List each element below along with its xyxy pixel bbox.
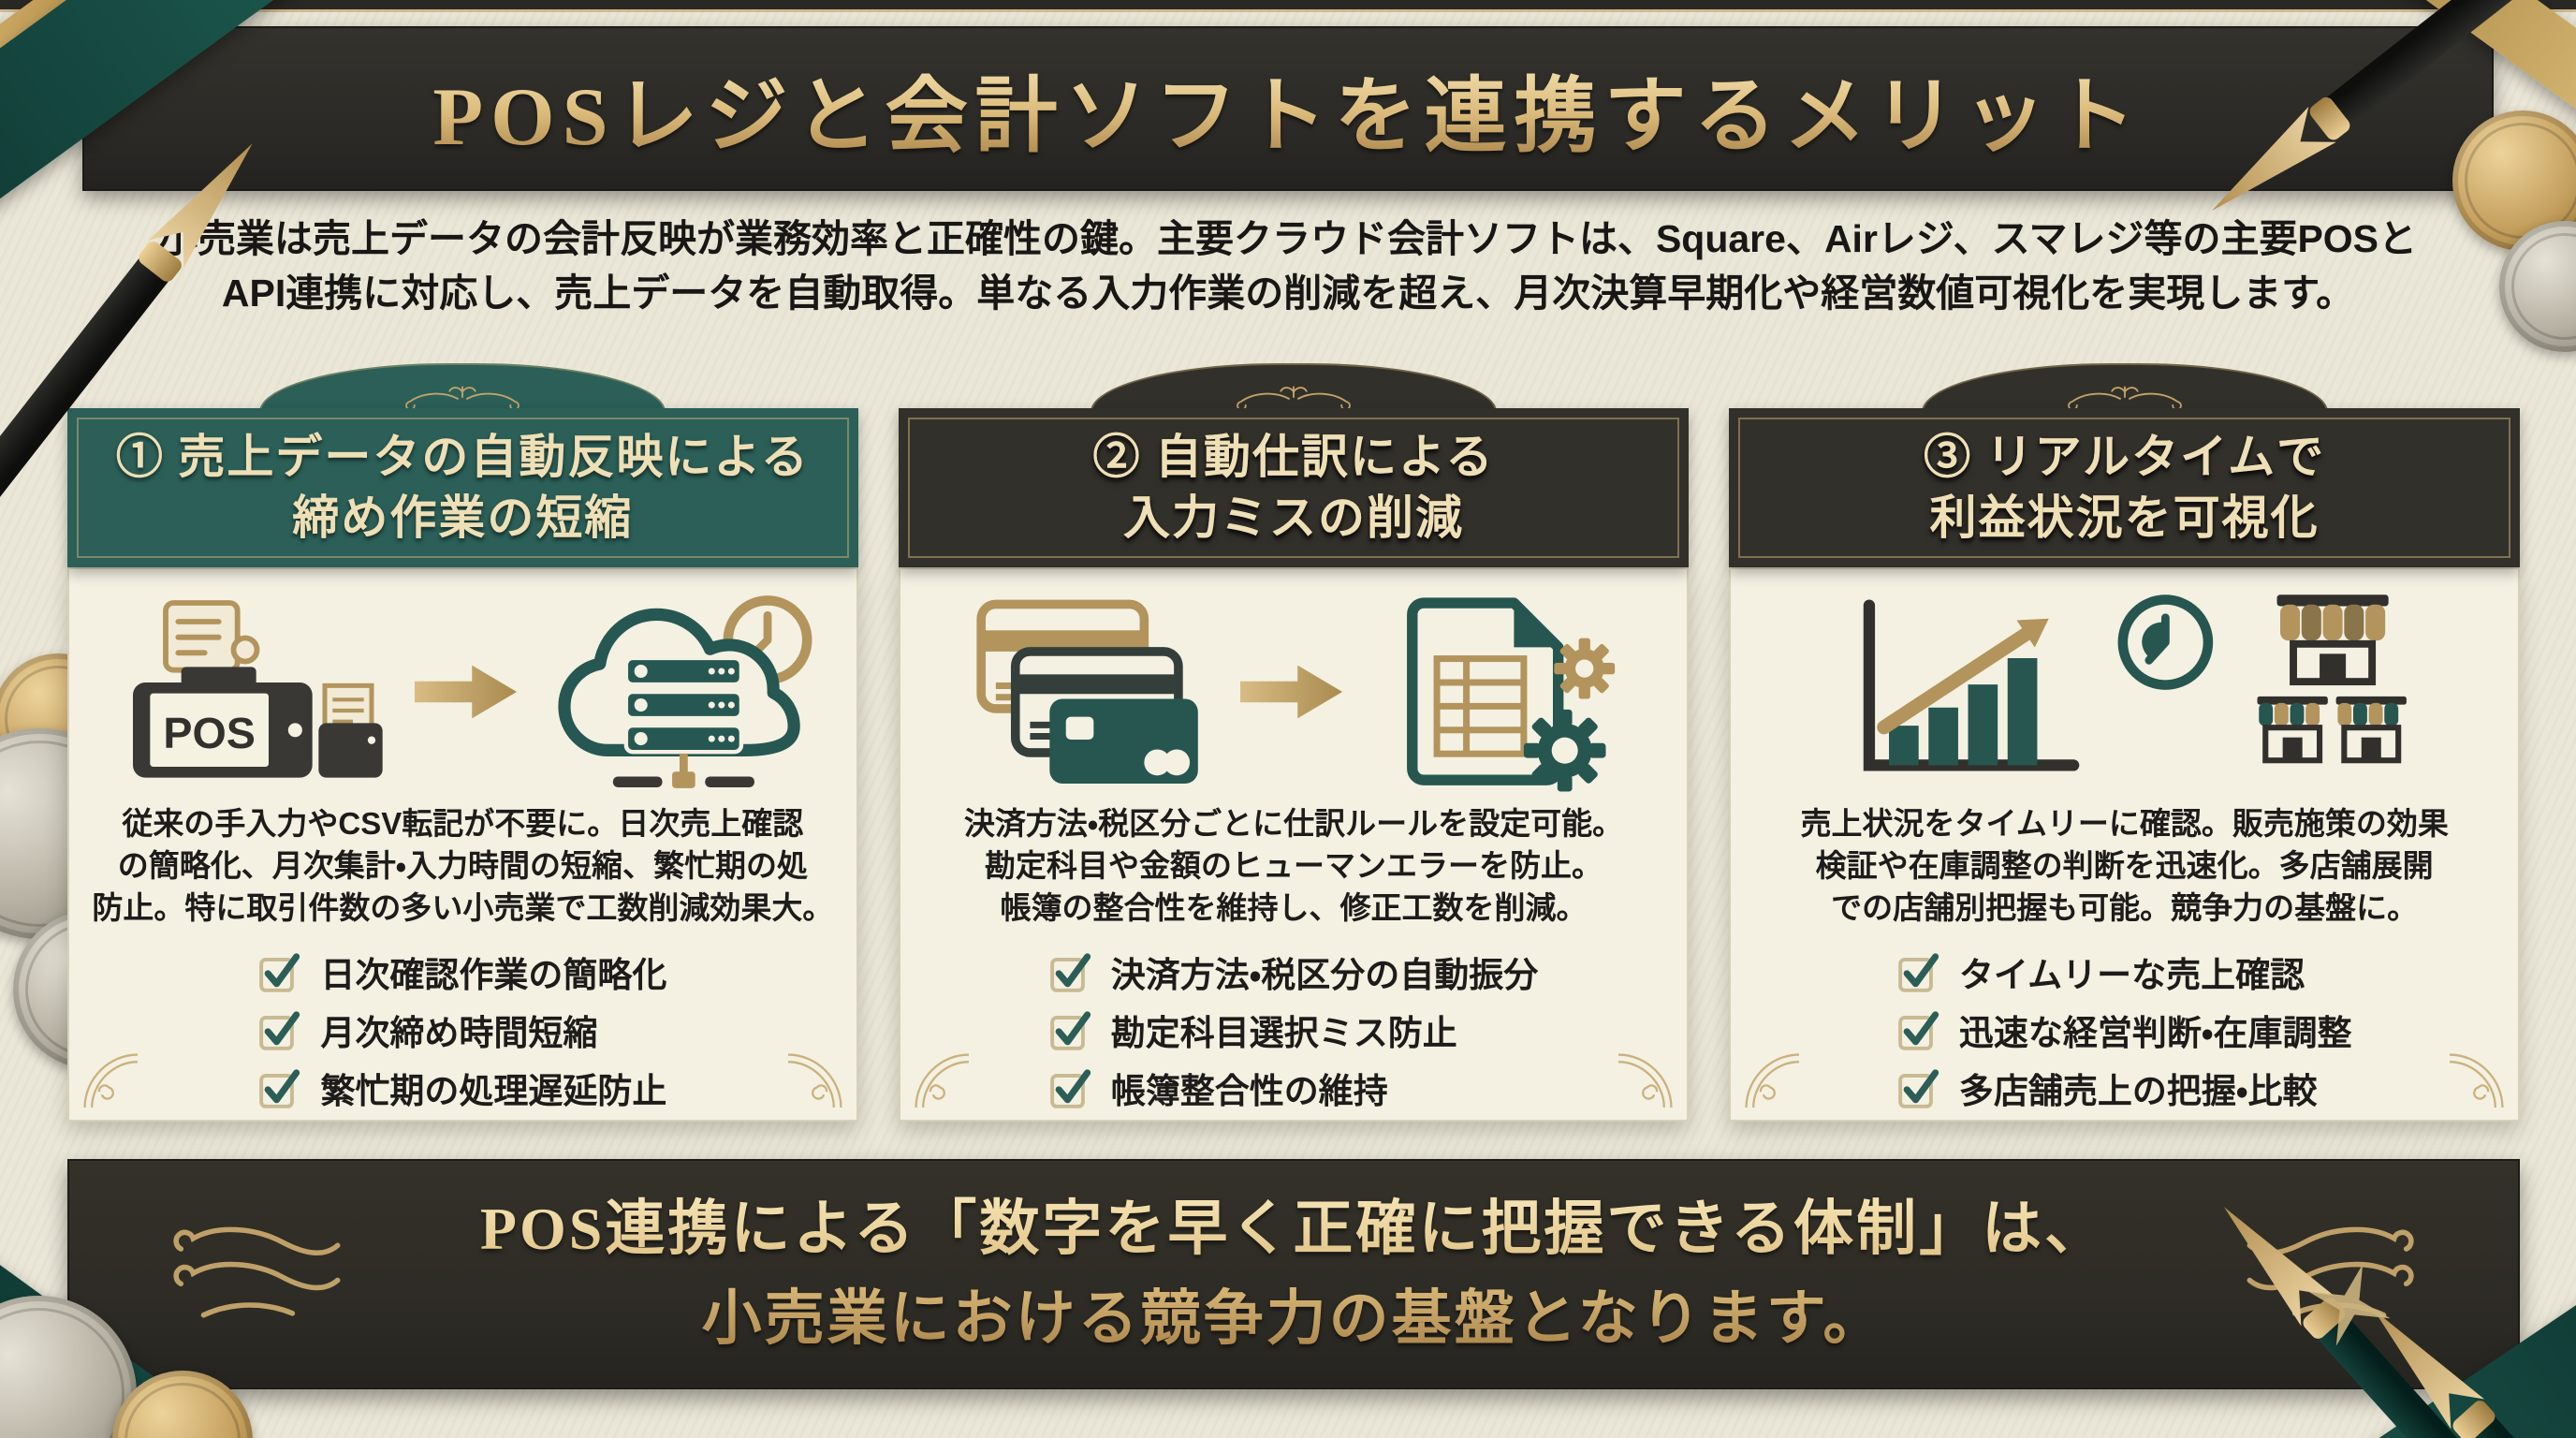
- corner-filigree-icon: [2450, 1053, 2504, 1108]
- intro-line-1: 小売業は売上データの会計反映が業務効率と正確性の鍵。主要クラウド会計ソフトは、S…: [158, 217, 2418, 260]
- swirl-ornament-icon: [173, 1226, 341, 1318]
- top-edge-gold-line: [0, 9, 2576, 12]
- pos-terminal-icon: POS: [133, 600, 383, 778]
- checklist-item: 繁忙期の処理遅延防止: [258, 1063, 666, 1113]
- conclusion-banner: POS連携による「数字を早く正確に把握できる体制」は、 小売業における競争力の基…: [67, 1159, 2520, 1389]
- checklist-label: 繁忙期の処理遅延防止: [320, 1071, 667, 1110]
- corner-filigree-icon: [915, 1053, 969, 1108]
- checkbox-checked-icon: [259, 1069, 300, 1108]
- checklist-item: 月次締め時間短縮: [258, 1005, 666, 1055]
- card-illustration: [1731, 569, 2518, 801]
- checkbox-checked-icon: [1049, 953, 1090, 992]
- card-body: 決済方法・税区分ごとに仕訳ルールを設定可能。 勘定科目や金額のヒューマンエラーを…: [898, 567, 1690, 1122]
- checklist-label: 勘定科目選択ミス防止: [1110, 1013, 1457, 1052]
- card-arch-tab: [1921, 363, 2328, 412]
- cloud-server-clock-icon: [558, 595, 812, 788]
- storefront-icon: [2257, 696, 2328, 763]
- intro-line-2: API連携に対応し、売上データを自動取得。単なる入力作業の削減を超え、月次決算早…: [221, 271, 2355, 315]
- arch-flourish-icon: [405, 386, 520, 410]
- checklist-item: 日次確認作業の簡略化: [258, 946, 666, 997]
- corner-filigree-icon: [1618, 1053, 1673, 1108]
- pos-label: POS: [164, 709, 256, 757]
- arch-flourish-icon: [1237, 386, 1351, 410]
- corner-filigree-icon: [83, 1053, 138, 1108]
- teal-gear-icon: [1523, 709, 1606, 791]
- card-arch-tab: [259, 363, 666, 412]
- page-title: POSレジと会計ソフトを連携するメリット: [432, 50, 2143, 169]
- credit-cards-icon: [976, 599, 1198, 784]
- card-checklist: 日次確認作業の簡略化 月次締め時間短縮: [258, 946, 666, 1113]
- card-description: 従来の手入力やCSV転記が不要に。日次売上確認 の簡略化、月次集計・入力時間の短…: [92, 806, 834, 925]
- corner-filigree-icon: [1745, 1053, 1800, 1108]
- checklist-label: 帳簿整合性の維持: [1110, 1071, 1388, 1110]
- card-title: ① 売上データの自動反映による 締め作業の短縮: [115, 431, 810, 544]
- card-illustration: [900, 569, 1688, 801]
- benefit-cards-row: ① 売上データの自動反映による 締め作業の短縮 POS: [67, 363, 2521, 1122]
- card-header: ① 売上データの自動反映による 締め作業の短縮: [67, 408, 858, 567]
- card-header: ③ リアルタイムで 利益状況を可視化: [1729, 408, 2521, 567]
- benefit-card-1: ① 売上データの自動反映による 締め作業の短縮 POS: [67, 363, 858, 1122]
- arch-flourish-icon: [2067, 386, 2182, 410]
- card-body: 売上状況をタイムリーに確認。販売施策の効果 検証や在庫調整の判断を迅速化。多店舗…: [1729, 567, 2521, 1122]
- checklist-item: 勘定科目選択ミス防止: [1049, 1005, 1539, 1055]
- checklist-label: タイムリーな売上確認: [1958, 955, 2305, 994]
- checklist-label: 日次確認作業の簡略化: [320, 955, 667, 994]
- intro-paragraph: 小売業は売上データの会計反映が業務効率と正確性の鍵。主要クラウド会計ソフトは、S…: [0, 212, 2576, 320]
- benefit-card-2: ② 自動仕訳による 入力ミスの削減: [898, 363, 1690, 1122]
- checklist-label: 迅速な経営判断・在庫調整: [1958, 1013, 2352, 1052]
- spreadsheet-grid: [1433, 654, 1528, 757]
- server-stack: [624, 655, 744, 755]
- card-title: ③ リアルタイムで 利益状況を可視化: [1924, 427, 2325, 549]
- corner-filigree-icon: [787, 1053, 842, 1108]
- conclusion-text: POS連携による「数字を早く正確に把握できる体制」は、 小売業における競争力の基…: [480, 1184, 2107, 1364]
- card-description: 売上状況をタイムリーに確認。販売施策の効果 検証や在庫調整の判断を迅速化。多店舗…: [1800, 806, 2449, 925]
- clock-and-storefronts-icon: [2117, 594, 2407, 763]
- checkbox-checked-icon: [1898, 1069, 1939, 1108]
- journal-gears-icon: [1407, 596, 1616, 791]
- storefront-icon: [2276, 594, 2389, 685]
- benefit-card-3: ③ リアルタイムで 利益状況を可視化: [1729, 363, 2521, 1122]
- card-title: ② 自動仕訳による 入力ミスの削減: [1093, 427, 1495, 549]
- checkbox-checked-icon: [1898, 953, 1939, 992]
- top-edge-strip: [0, 0, 2576, 9]
- checklist-item: 決済方法・税区分の自動振分: [1049, 946, 1539, 997]
- card-description: 決済方法・税区分ごとに仕訳ルールを設定可能。 勘定科目や金額のヒューマンエラーを…: [963, 806, 1624, 925]
- gold-gear-icon: [1554, 638, 1616, 699]
- checklist-item: 迅速な経営判断・在庫調整: [1897, 1005, 2352, 1055]
- checklist-label: 月次締め時間短縮: [320, 1013, 598, 1052]
- growth-chart-icon: [1863, 599, 2079, 771]
- checklist-label: 決済方法・税区分の自動振分: [1110, 955, 1539, 994]
- card-illustration: POS: [69, 569, 856, 801]
- card-arch-tab: [1090, 363, 1497, 412]
- arrow-right-icon: [1240, 665, 1343, 719]
- checklist-item: タイムリーな売上確認: [1897, 946, 2352, 997]
- arrow-right-icon: [415, 665, 518, 719]
- checklist-label: 多店舗売上の把握・比較: [1958, 1071, 2318, 1110]
- checkbox-checked-icon: [259, 953, 300, 992]
- card-checklist: タイムリーな売上確認 迅速な経営判断・在庫調整: [1897, 946, 2352, 1113]
- checklist-item: 帳簿整合性の維持: [1049, 1063, 1539, 1113]
- swirl-ornament-icon: [2247, 1226, 2414, 1318]
- clock-icon: [2117, 594, 2213, 690]
- card-body: POS: [67, 567, 858, 1122]
- checklist-item: 多店舗売上の把握・比較: [1897, 1063, 2352, 1113]
- checkbox-checked-icon: [1049, 1069, 1090, 1108]
- card-checklist: 決済方法・税区分の自動振分 勘定科目選択ミス防止: [1049, 946, 1539, 1113]
- checkbox-checked-icon: [259, 1011, 300, 1050]
- storefront-icon: [2335, 696, 2407, 763]
- checkbox-checked-icon: [1049, 1011, 1090, 1050]
- checkbox-checked-icon: [1898, 1011, 1939, 1050]
- card-header: ② 自動仕訳による 入力ミスの削減: [898, 408, 1690, 567]
- title-banner: POSレジと会計ソフトを連携するメリット: [82, 26, 2494, 191]
